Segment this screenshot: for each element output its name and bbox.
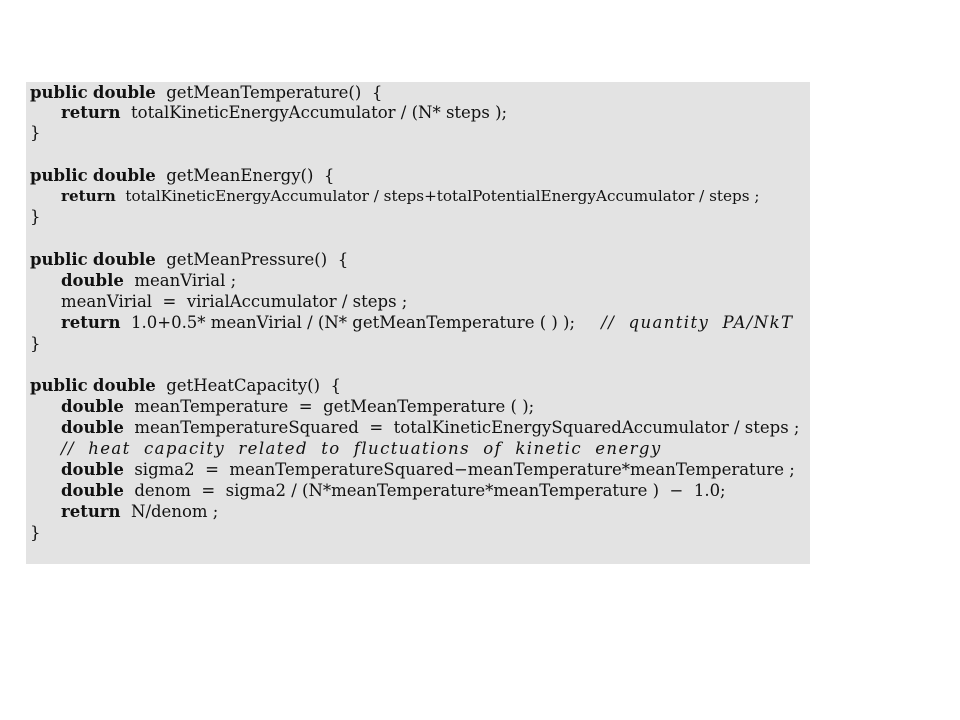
modifier-keyword: public: [30, 376, 88, 395]
statement-keyword: return: [61, 313, 121, 332]
code-statement-line: double meanTemperatureSquared = totalKin…: [30, 417, 799, 438]
code-statement-line: double meanVirial ;: [30, 270, 236, 291]
statement-text: meanVirial ;: [134, 271, 237, 290]
method-name: getMeanTemperature(): [166, 83, 362, 102]
method-name: getMeanEnergy(): [166, 166, 314, 185]
modifier-keyword: public: [30, 83, 88, 102]
close-brace-line: }: [30, 207, 41, 226]
code-statement-line: return totalKineticEnergyAccumulator / (…: [30, 102, 507, 123]
code-statement-line: double denom = sigma2 / (N*meanTemperatu…: [30, 480, 726, 501]
method-name: getMeanPressure(): [166, 250, 328, 269]
statement-text: meanVirial = virialAccumulator / steps ;: [61, 292, 408, 311]
statement-keyword: return: [61, 187, 116, 205]
statement-text: 1.0+0.5* meanVirial / (N* getMeanTempera…: [131, 313, 576, 332]
method-signature-line: public double getHeatCapacity() {: [30, 375, 341, 396]
type-keyword: double: [92, 250, 156, 269]
close-brace-line: }: [30, 334, 41, 353]
code-statement-line: return totalKineticEnergyAccumulator / s…: [30, 186, 759, 207]
statement-keyword: double: [61, 418, 124, 437]
code-statement-line: double sigma2 = meanTemperatureSquared−m…: [30, 459, 795, 480]
statement-text: meanTemperatureSquared = totalKineticEne…: [134, 418, 800, 437]
statement-keyword: double: [61, 397, 124, 416]
modifier-keyword: public: [30, 250, 88, 269]
modifier-keyword: public: [30, 166, 88, 185]
code-statement-line: meanVirial = virialAccumulator / steps ;: [30, 291, 407, 312]
comment-line: // heat capacity related to fluctuations…: [61, 439, 662, 458]
close-brace-line: }: [30, 523, 41, 542]
statement-text: denom = sigma2 / (N*meanTemperature*mean…: [134, 481, 726, 500]
method-signature-line: public double getMeanEnergy() {: [30, 165, 334, 186]
statement-keyword: return: [61, 502, 121, 521]
statement-text: meanTemperature = getMeanTemperature ( )…: [134, 397, 535, 416]
code-listing-panel: public double getMeanTemperature() { ret…: [26, 82, 810, 564]
open-brace: {: [371, 83, 383, 102]
statement-keyword: double: [61, 481, 124, 500]
open-brace: {: [337, 250, 349, 269]
statement-text: N/denom ;: [131, 502, 219, 521]
statement-keyword: double: [61, 271, 124, 290]
statement-text: sigma2 = meanTemperatureSquared−meanTemp…: [134, 460, 795, 479]
open-brace: {: [330, 376, 342, 395]
code-statement-line: return 1.0+0.5* meanVirial / (N* getMean…: [30, 312, 793, 333]
statement-keyword: return: [61, 103, 121, 122]
type-keyword: double: [92, 376, 156, 395]
method-signature-line: public double getMeanPressure() {: [30, 249, 348, 270]
open-brace: {: [323, 166, 335, 185]
statement-text: totalKineticEnergyAccumulator / steps+to…: [125, 187, 760, 205]
inline-comment: // quantity PA/NkT: [601, 313, 794, 332]
type-keyword: double: [92, 166, 156, 185]
statement-text: totalKineticEnergyAccumulator / (N* step…: [131, 103, 508, 122]
code-statement-line: return N/denom ;: [30, 501, 218, 522]
code-statement-line: double meanTemperature = getMeanTemperat…: [30, 396, 534, 417]
statement-keyword: double: [61, 460, 124, 479]
method-name: getHeatCapacity(): [166, 376, 321, 395]
method-signature-line: public double getMeanTemperature() {: [30, 82, 382, 103]
close-brace-line: }: [30, 123, 41, 142]
type-keyword: double: [92, 83, 156, 102]
